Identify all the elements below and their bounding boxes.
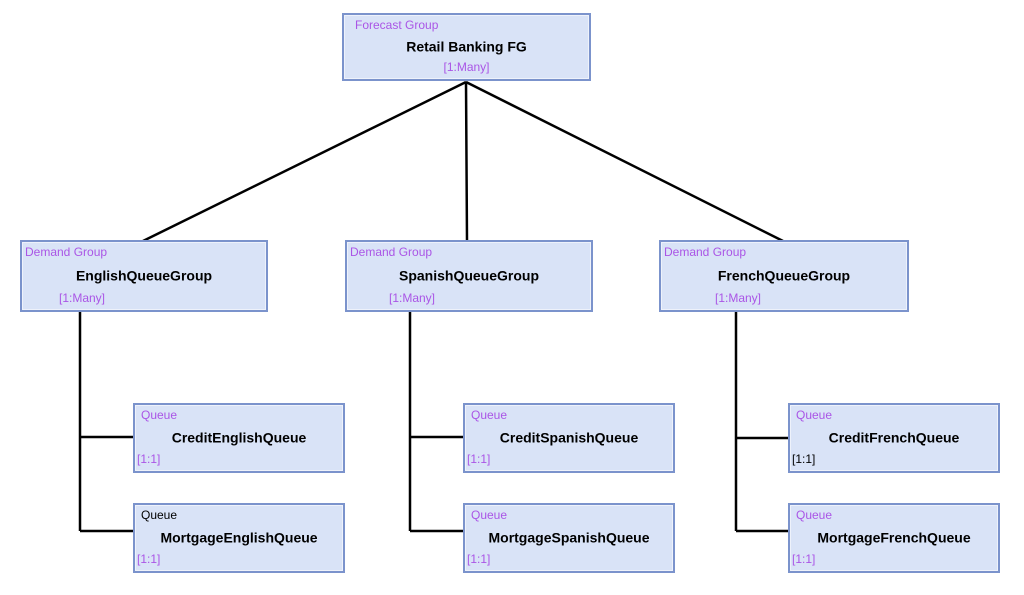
node-cardinality: [1:Many] xyxy=(388,291,436,305)
node-name: EnglishQueueGroup xyxy=(75,267,213,284)
node-type-label: Demand Group xyxy=(25,245,108,259)
node-name: Retail Banking FG xyxy=(406,38,527,55)
node-name: CreditEnglishQueue xyxy=(171,429,307,446)
node-cardinality: [1:1] xyxy=(792,552,816,566)
elbow-connector-english xyxy=(78,312,134,533)
node-queue-credit-spanish[interactable]: Queue CreditSpanishQueue [1:1] xyxy=(463,403,675,473)
node-cardinality: [1:1] xyxy=(137,552,161,566)
node-type-label: Queue xyxy=(471,408,508,422)
node-type-label: Queue xyxy=(141,508,178,522)
node-type-label: Forecast Group xyxy=(355,18,439,32)
node-name: CreditSpanishQueue xyxy=(499,429,639,446)
elbow-connector-spanish xyxy=(408,312,464,533)
node-name: MortgageSpanishQueue xyxy=(488,529,650,546)
node-cardinality: [1:1] xyxy=(467,552,491,566)
node-forecast-group-retail-banking[interactable]: Forecast Group Retail Banking FG [1:Many… xyxy=(342,13,591,81)
node-cardinality: [1:Many] xyxy=(58,291,106,305)
node-queue-credit-english[interactable]: Queue CreditEnglishQueue [1:1] xyxy=(133,403,345,473)
node-name: FrenchQueueGroup xyxy=(717,267,851,284)
node-name: SpanishQueueGroup xyxy=(398,267,539,284)
node-cardinality: [1:1] xyxy=(792,452,816,466)
node-type-label: Demand Group xyxy=(350,245,433,259)
node-type-label: Queue xyxy=(141,408,178,422)
node-queue-credit-french[interactable]: Queue CreditFrenchQueue [1:1] xyxy=(788,403,1000,473)
node-name: MortgageEnglishQueue xyxy=(160,529,318,546)
node-name: CreditFrenchQueue xyxy=(828,429,960,446)
node-demand-group-english[interactable]: Demand Group EnglishQueueGroup [1:Many] xyxy=(20,240,268,312)
elbow-connector-french xyxy=(734,312,789,533)
node-cardinality: [1:Many] xyxy=(443,60,490,74)
node-demand-group-spanish[interactable]: Demand Group SpanishQueueGroup [1:Many] xyxy=(345,240,593,312)
node-cardinality: [1:1] xyxy=(137,452,161,466)
node-type-label: Queue xyxy=(796,508,833,522)
node-name: MortgageFrenchQueue xyxy=(817,529,971,546)
node-type-label: Queue xyxy=(471,508,508,522)
node-type-label: Queue xyxy=(796,408,833,422)
node-queue-mortgage-french[interactable]: Queue MortgageFrenchQueue [1:1] xyxy=(788,503,1000,573)
node-cardinality: [1:Many] xyxy=(714,291,762,305)
node-queue-mortgage-english[interactable]: Queue MortgageEnglishQueue [1:1] xyxy=(133,503,345,573)
node-demand-group-french[interactable]: Demand Group FrenchQueueGroup [1:Many] xyxy=(659,240,909,312)
node-queue-mortgage-spanish[interactable]: Queue MortgageSpanishQueue [1:1] xyxy=(463,503,675,573)
node-type-label: Demand Group xyxy=(664,245,747,259)
node-cardinality: [1:1] xyxy=(467,452,491,466)
fan-connector-forecast-to-demand-groups xyxy=(142,80,784,243)
